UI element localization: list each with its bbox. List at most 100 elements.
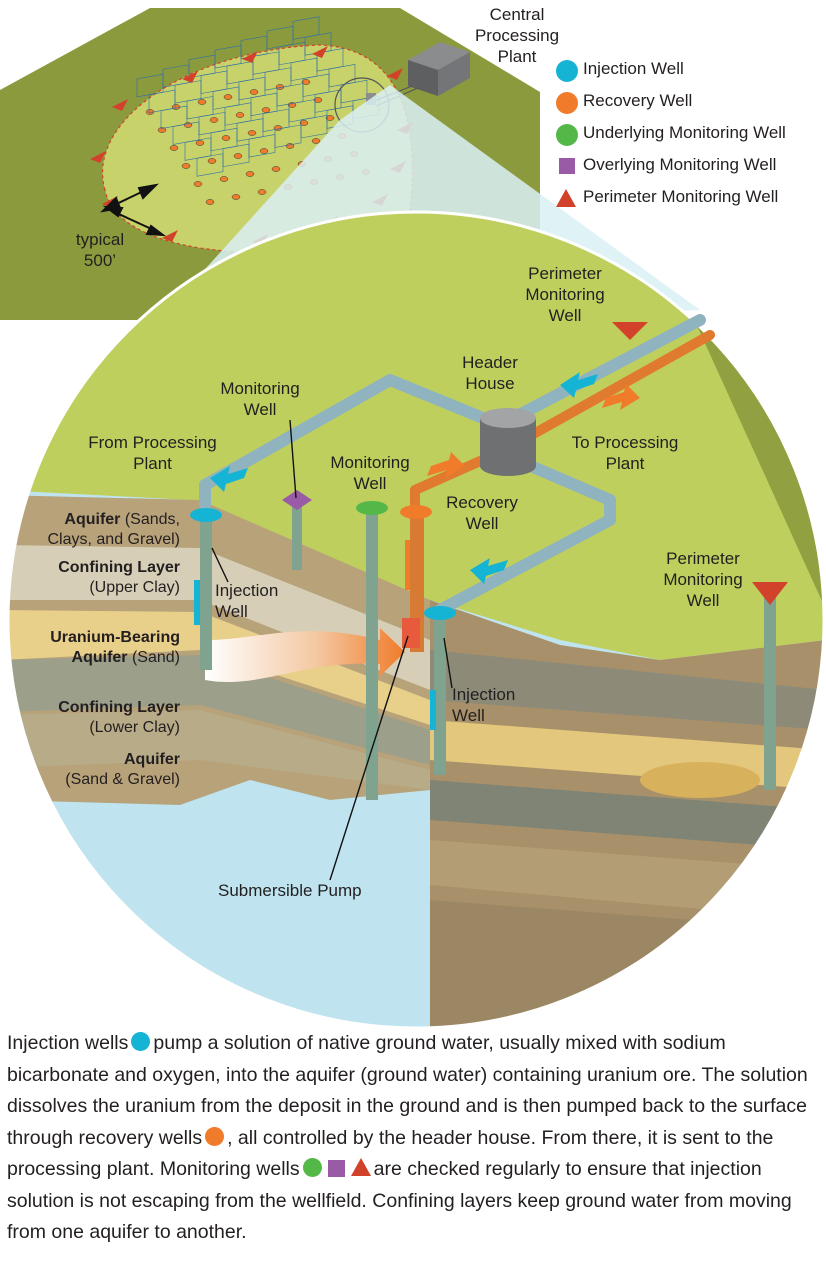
plan-recovery-well-marker xyxy=(247,130,257,136)
plan-recovery-well-marker xyxy=(209,117,219,123)
perimeter-right-label: Perimeter Monitoring Well xyxy=(648,548,758,611)
caption-text: Injection wells xyxy=(7,1032,129,1054)
plant-label: Central Processing Plant xyxy=(462,4,572,67)
injection-well-circle-icon xyxy=(131,1032,151,1051)
plan-recovery-well-marker xyxy=(193,181,203,187)
strata-title: Aquifer xyxy=(64,511,121,528)
spacing-label-line-1: typical xyxy=(75,230,125,249)
label-line: Injection xyxy=(215,581,279,600)
label-line: Plant xyxy=(605,454,645,473)
plant-label-line-1: Central xyxy=(489,5,545,24)
strata-item-uranium: Uranium-Bearing Aquifer (Sand) xyxy=(18,628,180,698)
plan-recovery-well-marker xyxy=(257,189,267,195)
plan-recovery-well-marker xyxy=(299,120,309,126)
label-line: From Processing xyxy=(88,433,217,452)
header-house-label: Header House xyxy=(445,352,535,394)
leader-lines xyxy=(211,419,453,881)
plan-recovery-well-marker xyxy=(259,148,269,154)
injection-left-label: Injection Well xyxy=(215,580,305,622)
recovery-well-cap xyxy=(400,505,432,519)
plan-recovery-well-marker xyxy=(311,138,321,144)
underlying-well-circle-icon xyxy=(556,124,578,146)
submersible-pump-icon xyxy=(402,618,420,648)
label-line: Well xyxy=(686,591,720,610)
plan-recovery-well-marker xyxy=(271,166,281,172)
plan-recovery-well-marker xyxy=(249,89,259,95)
strata-detail: (Sand) xyxy=(127,649,180,666)
plan-recovery-well-marker xyxy=(169,145,179,151)
label-line: Monitoring xyxy=(525,285,605,304)
spacing-label: typical 500’ xyxy=(60,229,140,271)
plan-recovery-well-marker xyxy=(233,153,243,159)
plan-recovery-well-marker xyxy=(219,176,229,182)
caption-text: are checked regularly to ensure that inj… xyxy=(7,1158,792,1243)
label-line: Header xyxy=(462,353,518,372)
underlying-monitoring-cap xyxy=(356,501,388,515)
injection-well-right-cap xyxy=(424,606,456,620)
strata-item-upper-clay: Confining Layer (Upper Clay) xyxy=(18,558,180,628)
strata-title: Uranium-Bearing xyxy=(50,629,180,646)
plan-recovery-well-marker xyxy=(231,194,241,200)
monitoring-well-label-1: Monitoring Well xyxy=(205,378,315,420)
solution-flow-arrow xyxy=(205,628,405,683)
strata-title: Confining Layer xyxy=(58,699,180,716)
plan-recovery-well-marker xyxy=(221,135,231,141)
label-line: To Processing xyxy=(571,433,679,452)
strata-detail: Clays, and Gravel) xyxy=(47,531,181,548)
label-line: Well xyxy=(452,706,485,725)
plan-recovery-well-marker xyxy=(207,158,217,164)
flow-arrows xyxy=(194,372,640,730)
to-plant-label: To Processing Plant xyxy=(555,432,695,474)
plan-recovery-well-marker xyxy=(235,112,245,118)
label-line: Perimeter xyxy=(528,264,602,283)
plan-recovery-well-marker xyxy=(261,107,271,113)
plan-perimeter-marker xyxy=(242,51,258,63)
plan-perimeter-marker xyxy=(312,46,328,58)
plan-recovery-well-marker xyxy=(181,163,191,169)
strata-title: Confining Layer xyxy=(58,559,180,576)
label-line: Plant xyxy=(133,454,172,473)
injection-right-label: Injection Well xyxy=(452,684,542,726)
recovery-well-circle-icon xyxy=(205,1126,225,1146)
plan-perimeter-marker xyxy=(112,99,128,111)
header-house-icon xyxy=(480,408,536,476)
strata-detail: (Sands, xyxy=(120,511,180,528)
strata-labels: Aquifer (Sands, Clays, and Gravel) Confi… xyxy=(18,510,181,790)
perimeter-well-triangle-icon xyxy=(556,189,576,207)
overlying-well-square-icon xyxy=(559,158,575,174)
plan-recovery-well-marker xyxy=(205,199,215,205)
legend-label: Injection Well xyxy=(583,59,684,78)
strata-item-aquifer-bottom: Aquifer (Sand & Gravel) xyxy=(18,750,180,790)
underlying-well-circle-icon xyxy=(302,1158,322,1177)
perimeter-top-label: Perimeter Monitoring Well xyxy=(510,263,620,326)
plant-label-line-3: Plant xyxy=(497,47,537,66)
plan-recovery-well-marker xyxy=(157,127,167,133)
overlying-well-square-icon xyxy=(327,1160,345,1177)
strata-detail: (Sand & Gravel) xyxy=(65,771,180,788)
caption-text: , all controlled by the header house. Fr… xyxy=(7,1126,774,1181)
label-line: Well xyxy=(243,400,277,419)
plan-recovery-well-marker xyxy=(325,115,335,121)
legend-label: Underlying Monitoring Well xyxy=(583,123,786,142)
strata-title: Aquifer xyxy=(71,649,128,666)
plan-recovery-well-marker xyxy=(197,99,207,105)
strata-title: Aquifer xyxy=(124,751,180,768)
overlying-monitoring-marker xyxy=(282,490,312,510)
plan-recovery-well-marker xyxy=(245,171,255,177)
spacing-label-line-2: 500’ xyxy=(83,251,117,270)
caption-text: pump a solution of native ground water, … xyxy=(7,1032,808,1149)
strata-detail: (Upper Clay) xyxy=(89,579,180,596)
legend-label: Perimeter Monitoring Well xyxy=(583,187,779,206)
label-line: Well xyxy=(353,474,387,493)
legend-label: Recovery Well xyxy=(583,91,693,110)
ground-surface xyxy=(8,212,824,660)
plan-perimeter-marker xyxy=(90,151,106,163)
plan-recovery-well-marker xyxy=(195,140,205,146)
label-line: Recovery xyxy=(446,493,518,512)
label-line: Monitoring xyxy=(663,570,743,589)
strata-item-lower-clay: Confining Layer (Lower Clay) xyxy=(18,698,180,750)
label-line: Well xyxy=(465,514,499,533)
label-line: House xyxy=(465,374,515,393)
recovery-well-circle-icon xyxy=(556,92,578,114)
